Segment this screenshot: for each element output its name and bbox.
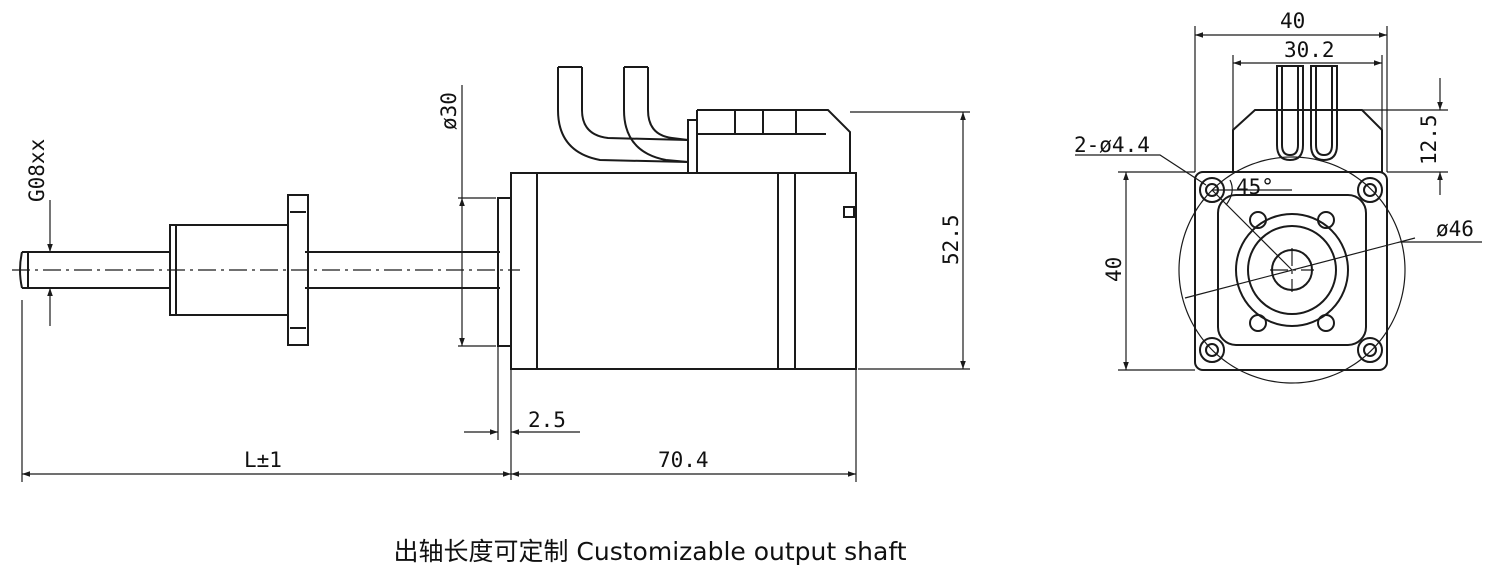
- shaft-length-dimension: L±1: [21, 300, 511, 482]
- angle-label: 45°: [1236, 175, 1274, 199]
- thickness-label: 2.5: [528, 408, 566, 432]
- width-label: 40: [1280, 9, 1305, 33]
- holes-label: 2-ø4.4: [1074, 133, 1150, 157]
- connector-outline: [1232, 109, 1383, 172]
- lead-screw: [19, 251, 500, 289]
- top-width-dimension: 30.2: [1232, 38, 1383, 130]
- motor-body: [497, 172, 857, 370]
- holes-callout: 2-ø4.4: [1074, 133, 1207, 186]
- top-width-label: 30.2: [1284, 38, 1335, 62]
- bolt-circle-callout: ø46: [1400, 217, 1482, 243]
- width-dimension: 40: [1194, 9, 1388, 172]
- cable-connector: [557, 66, 851, 173]
- flange-diameter-label: ø30: [437, 92, 461, 130]
- height-dimension: 52.5: [850, 111, 970, 370]
- connector-height-label: 12.5: [1417, 114, 1441, 165]
- caption: 出轴长度可定制 Customizable output shaft: [393, 537, 907, 566]
- flange-diameter-dimension: ø30: [437, 85, 496, 347]
- height-dimension-front: 40: [1102, 171, 1195, 371]
- connector-height-dimension: 12.5: [1362, 78, 1448, 195]
- angle-callout: 45°: [1212, 175, 1292, 206]
- body-length-label: 70.4: [658, 448, 709, 472]
- flange-thickness-dimension: 2.5: [464, 346, 580, 480]
- front-view: 40 30.2 12.5 2-ø4.4 45° ø: [1074, 9, 1482, 384]
- thread-label: G08xx: [25, 139, 49, 202]
- body-length-dimension: 70.4: [511, 369, 857, 482]
- square-flange: [1194, 171, 1388, 371]
- front-height-label: 40: [1102, 257, 1126, 282]
- side-view: G08xx ø30 52.5 2.5: [12, 66, 970, 482]
- thread-dimension: G08xx: [25, 139, 53, 326]
- shaft-length-label: L±1: [244, 448, 282, 472]
- bolt-circle-label: ø46: [1436, 217, 1474, 241]
- height-label: 52.5: [939, 214, 963, 265]
